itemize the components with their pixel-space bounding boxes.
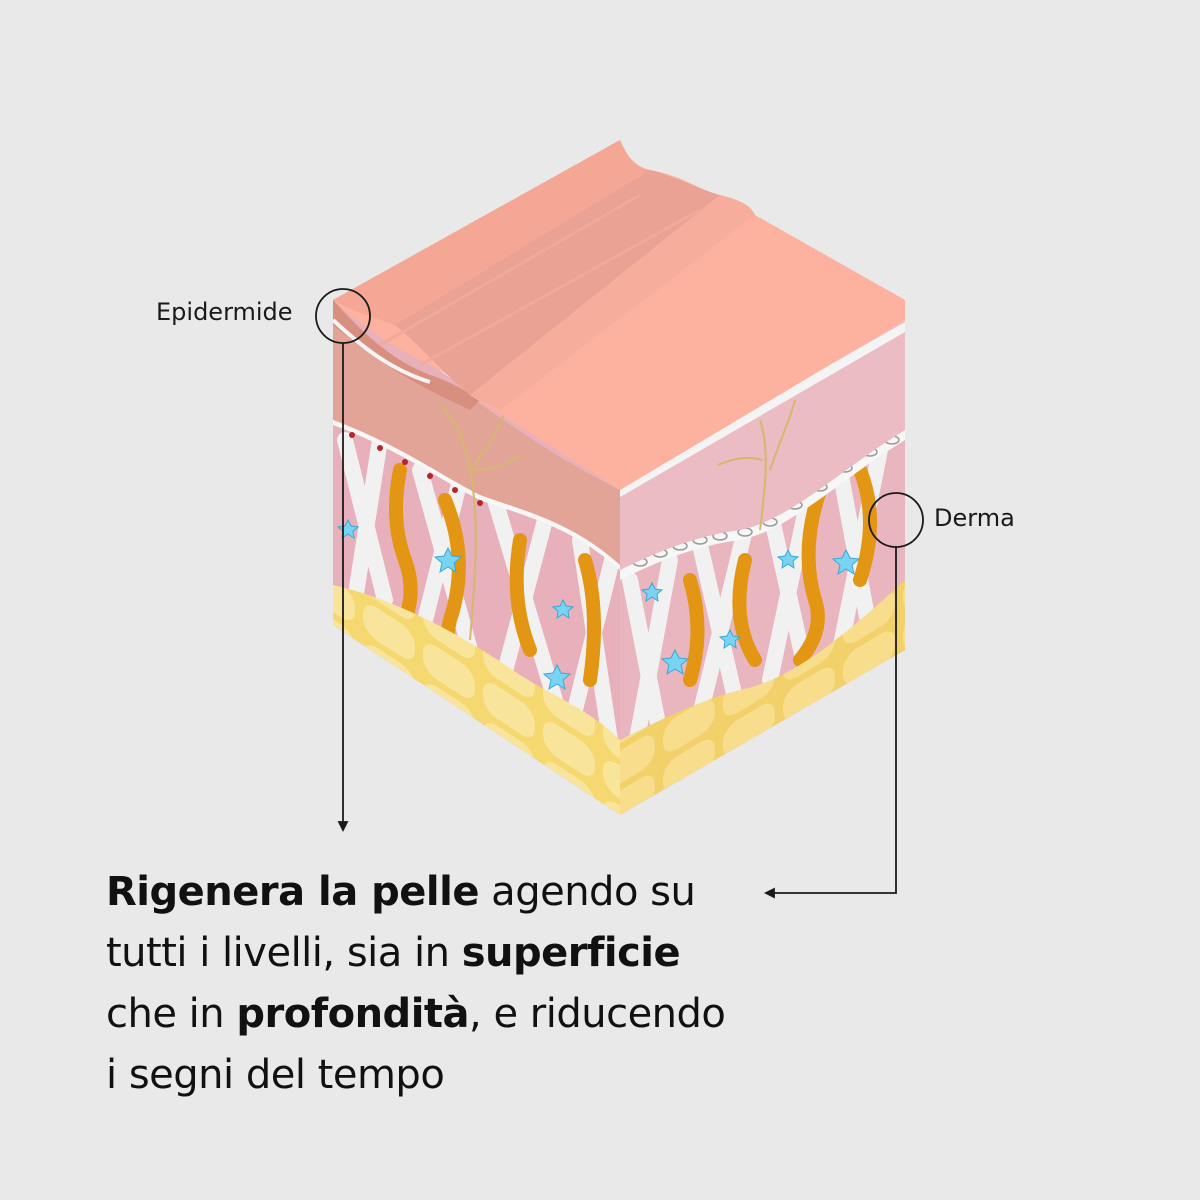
dermis-callout xyxy=(763,492,924,899)
caption-text-2: tutti i livelli, sia in xyxy=(106,930,462,976)
epidermis-callout xyxy=(315,288,371,833)
epidermis-label: Epidermide xyxy=(156,298,293,326)
caption-bold-2: superficie xyxy=(461,930,681,976)
caption-bold-1: Rigenera la pelle xyxy=(106,869,479,915)
fibroblast-stars-right xyxy=(640,548,861,676)
dermis-label: Derma xyxy=(934,504,1015,532)
caption-text-4: , e riducendo xyxy=(469,991,726,1037)
junction-cells-left xyxy=(349,432,483,506)
caption-bold-3: profondità xyxy=(236,991,470,1037)
caption-text-1: agendo su xyxy=(478,869,696,915)
caption-text-3: che in xyxy=(106,991,237,1037)
top-face xyxy=(333,140,905,490)
description-caption: Rigenera la pelle agendo su tutti i live… xyxy=(106,862,826,1106)
caption-text-5: i segni del tempo xyxy=(106,1052,445,1098)
